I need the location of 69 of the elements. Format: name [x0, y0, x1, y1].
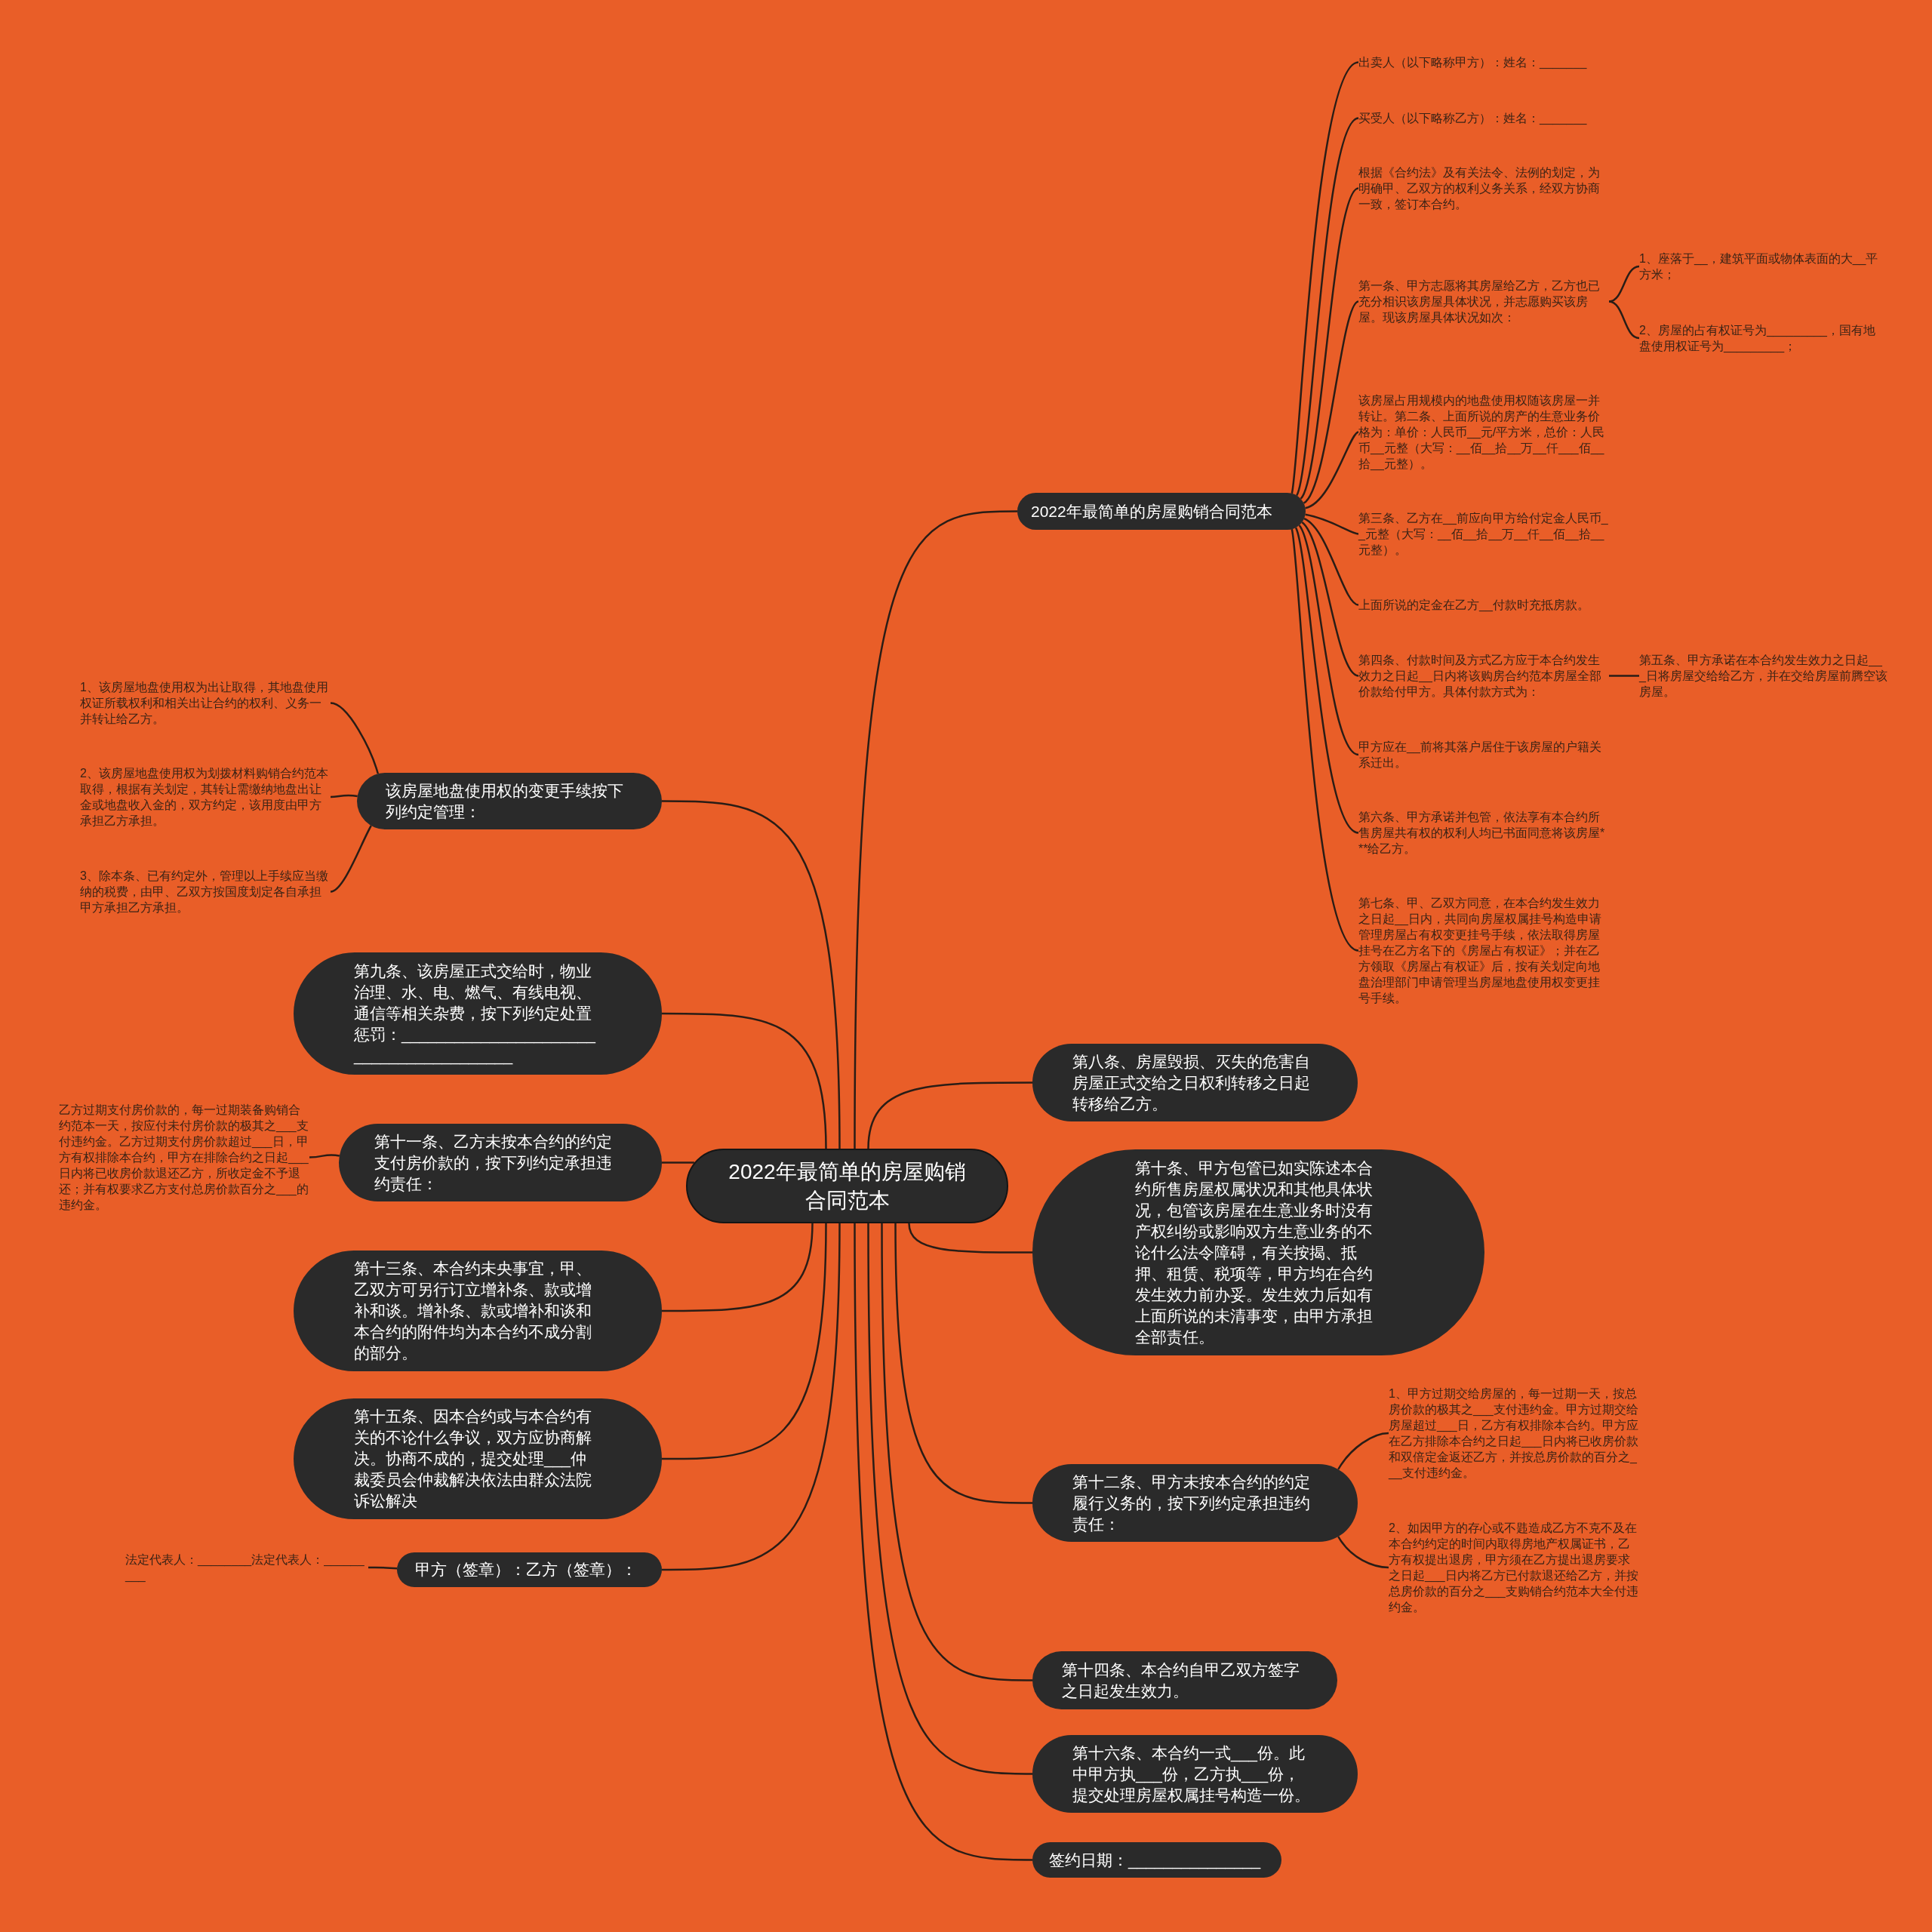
topic-box: 第十三条、本合约未央事宜，甲、乙双方可另行订立增补条、款或增补和谈。增补条、款或增补和谈和本合约的附件均为本合约不成分割的部分。 [294, 1251, 662, 1371]
note-text: 第六条、甲方承诺并包管，依法享有本合约所售房屋共有权的权利人均已书面同意将该房屋***给乙方。 [1358, 809, 1609, 857]
note-text: 第五条、甲方承诺在本合约发生效力之日起___日将房屋交给给乙方，并在交给房屋前腾空该房屋。 [1639, 652, 1888, 700]
connector-line [330, 702, 379, 774]
note-text: 2、如因甲方的存心或不韪造成乙方不克不及在本合约约定的时间内取得房地产权属证书，乙方有权提出退房，甲方须在乙方提出退房要求之日起___日内将乙方已付款退还给乙方，并按总房价款的百分之___支购销合约范本大全付违约金。 [1389, 1520, 1639, 1615]
note-text: 3、除本条、已有约定外，管理以上手续应当缴纳的税费，由甲、乙双方按国度划定各自承担甲方承担乙方承担。 [80, 868, 331, 915]
connector-line [662, 800, 841, 1149]
connector-line [881, 1223, 1032, 1681]
topic-box: 第十六条、本合约一式___份。此中甲方执___份，乙方执___份，提交处理房屋权属挂号构造一份。 [1032, 1735, 1358, 1813]
connector-line [1303, 300, 1359, 504]
connector-line [662, 1223, 814, 1312]
connector-line [662, 1223, 841, 1571]
note-text: 买受人（以下略称乙方）：姓名：_______ [1358, 110, 1587, 126]
topic-box: 该房屋地盘使用权的变更手续按下列约定管理： [357, 773, 662, 829]
connector-line [662, 1161, 694, 1164]
topic-box: 第十五条、因本合约或与本合约有关的不论什么争议，双方应协商解决。协商不成的，提交处理___仲裁委员会仲裁解决依法由群众法院诉讼解决 [294, 1398, 662, 1519]
topic-box: 签约日期：_______________ [1032, 1842, 1281, 1878]
connector-line [1294, 527, 1359, 834]
note-text: 1、座落于__，建筑平面或物体表面的大__平方米； [1639, 251, 1884, 282]
topic-box: 第十二条、甲方未按本合约的约定履行义务的，按下列约定承担违约责任： [1032, 1464, 1358, 1542]
note-text: 法定代表人：________法定代表人：_________ [125, 1552, 368, 1583]
topic-box: 第十一条、乙方未按本合约的约定支付房价款的，按下列约定承担违约责任： [339, 1124, 662, 1201]
connector-line [854, 510, 1017, 1149]
note-text: 2、房屋的占有权证号为_________，国有地盘使用权证号为_________； [1639, 322, 1884, 354]
connector-line [1296, 117, 1359, 496]
connector-line [1301, 521, 1359, 677]
connector-line [1608, 300, 1640, 340]
connector-line [1305, 431, 1359, 509]
connector-line [1305, 513, 1359, 535]
connector-line [1608, 265, 1640, 303]
connector-line [1609, 675, 1639, 677]
note-text: 第四条、付款时间及方式乙方应于本合约发生效力之日起__日内将该购房合约范本房屋全部价款给付甲方。具体付款方式为： [1358, 652, 1609, 700]
note-text: 第七条、甲、乙双方同意，在本合约发生效力之日起__日内，共同向房屋权属挂号构造申请管理房屋占有权变更挂号手续，依法取得房屋挂号在乙方名下的《房屋占有权证》；并在乙方领取《房屋占有权证》后，按有关划定向地盘治理部门申请管理当房屋地盘使用权变更挂号手续。 [1358, 895, 1609, 1006]
note-text: 甲方应在__前将其落户居住于该房屋的户籍关系迁出。 [1358, 739, 1609, 771]
topic-box: 第九条、该房屋正式交给时，物业治理、水、电、燃气、有线电视、通信等相关杂费，按下列约定处置惩罚：________________________________________ [294, 952, 662, 1075]
note-text: 根据《合约法》及有关法令、法例的划定，为明确甲、乙双方的权利义务关系，经双方协商一致，签订本合约。 [1358, 165, 1609, 212]
note-text: 2、该房屋地盘使用权为划拨材料购销合约范本取得，根据有关划定，其转让需缴纳地盘出让金或地盘收入金的，双方约定，该用度由甲方承担乙方承担。 [80, 765, 331, 829]
note-text: 1、甲方过期交给房屋的，每一过期一天，按总房价款的极其之___支付违约金。甲方过期交给房屋超过___日，乙方有权排除本合约。甲方应在乙方排除本合约之日起___日内将已收房价款和双倍定金返还乙方，并按总房价款的百分之___支付违约金。 [1389, 1386, 1639, 1481]
connector-line [1291, 529, 1359, 952]
connector-line [1298, 525, 1359, 756]
central-topic-box: 2022年最简单的房屋购销合同范本 [686, 1149, 1008, 1223]
topic-box: 第十四条、本合约自甲乙双方签字之日起发生效力。 [1032, 1651, 1337, 1709]
note-text: 上面所说的定金在乙方__付款时充抵房款。 [1358, 597, 1589, 613]
note-text: 第三条、乙方在__前应向甲方给付定金人民币__元整（大写：__佰__拾__万__仟__佰__拾__元整）。 [1358, 510, 1609, 558]
connector-line [867, 1081, 1032, 1149]
connector-line [1291, 61, 1359, 494]
topic-box: 第八条、房屋毁损、灭失的危害自房屋正式交给之日权利转移之日起转移给乙方。 [1032, 1044, 1358, 1121]
connector-line [662, 1012, 827, 1149]
topic-box: 第十条、甲方包管已如实陈述本合约所售房屋权属状况和其他具体状况，包管该房屋在生意业务时没有产权纠纷或影响双方生意业务的不论什么法令障碍，有关按揭、抵押、租赁、税项等，甲方均在合约发生效力前办妥。发生效力后如有上面所说的未清事变，由甲方承担全部责任。 [1032, 1149, 1484, 1355]
connector-line [908, 1223, 1032, 1254]
connector-line [330, 794, 358, 798]
connector-line [330, 825, 372, 893]
note-text: 乙方过期支付房价款的，每一过期装备购销合约范本一天，按应付未付房价款的极其之___支付违约金。乙方过期支付房价款超过___日，甲方有权排除本合约，甲方在排除合约之日起___日内将已收房价款退还乙方，所收定金不予退还；并有权要求乙方支付总房价款百分之___的违约金。 [59, 1102, 309, 1213]
connector-line [867, 1223, 1032, 1775]
note-text: 第一条、甲方志愿将其房屋给乙方，乙方也已充分相识该房屋具体状况，并志愿购买该房屋。现该房屋具体状况如次： [1358, 278, 1609, 325]
note-text: 1、该房屋地盘使用权为出让取得，其地盘使用权证所载权利和相关出让合约的权利、义务一并转让给乙方。 [80, 679, 331, 727]
connector-line [662, 1223, 827, 1460]
connector-line [1337, 1536, 1389, 1569]
connector-line [1300, 187, 1359, 500]
topic-box: 甲方（签章）：乙方（签章）： [397, 1552, 662, 1587]
note-text: 出卖人（以下略称甲方）：姓名：_______ [1358, 54, 1587, 70]
connector-line [854, 1223, 1032, 1861]
connector-line [1337, 1432, 1389, 1470]
note-text: 该房屋占用规模内的地盘使用权随该房屋一并转让。第二条、上面所说的房产的生意业务价格为：单价：人民币__元/平方米，总价：人民币__元整（大写：__佰__拾__万__仟___佰__拾__元整）。 [1358, 392, 1609, 472]
connector-line [1303, 518, 1359, 606]
connector-line [309, 1154, 340, 1158]
connector-line [894, 1223, 1032, 1504]
topic-box: 2022年最简单的房屋购销合同范本 [1017, 493, 1306, 530]
connector-line [368, 1566, 398, 1570]
